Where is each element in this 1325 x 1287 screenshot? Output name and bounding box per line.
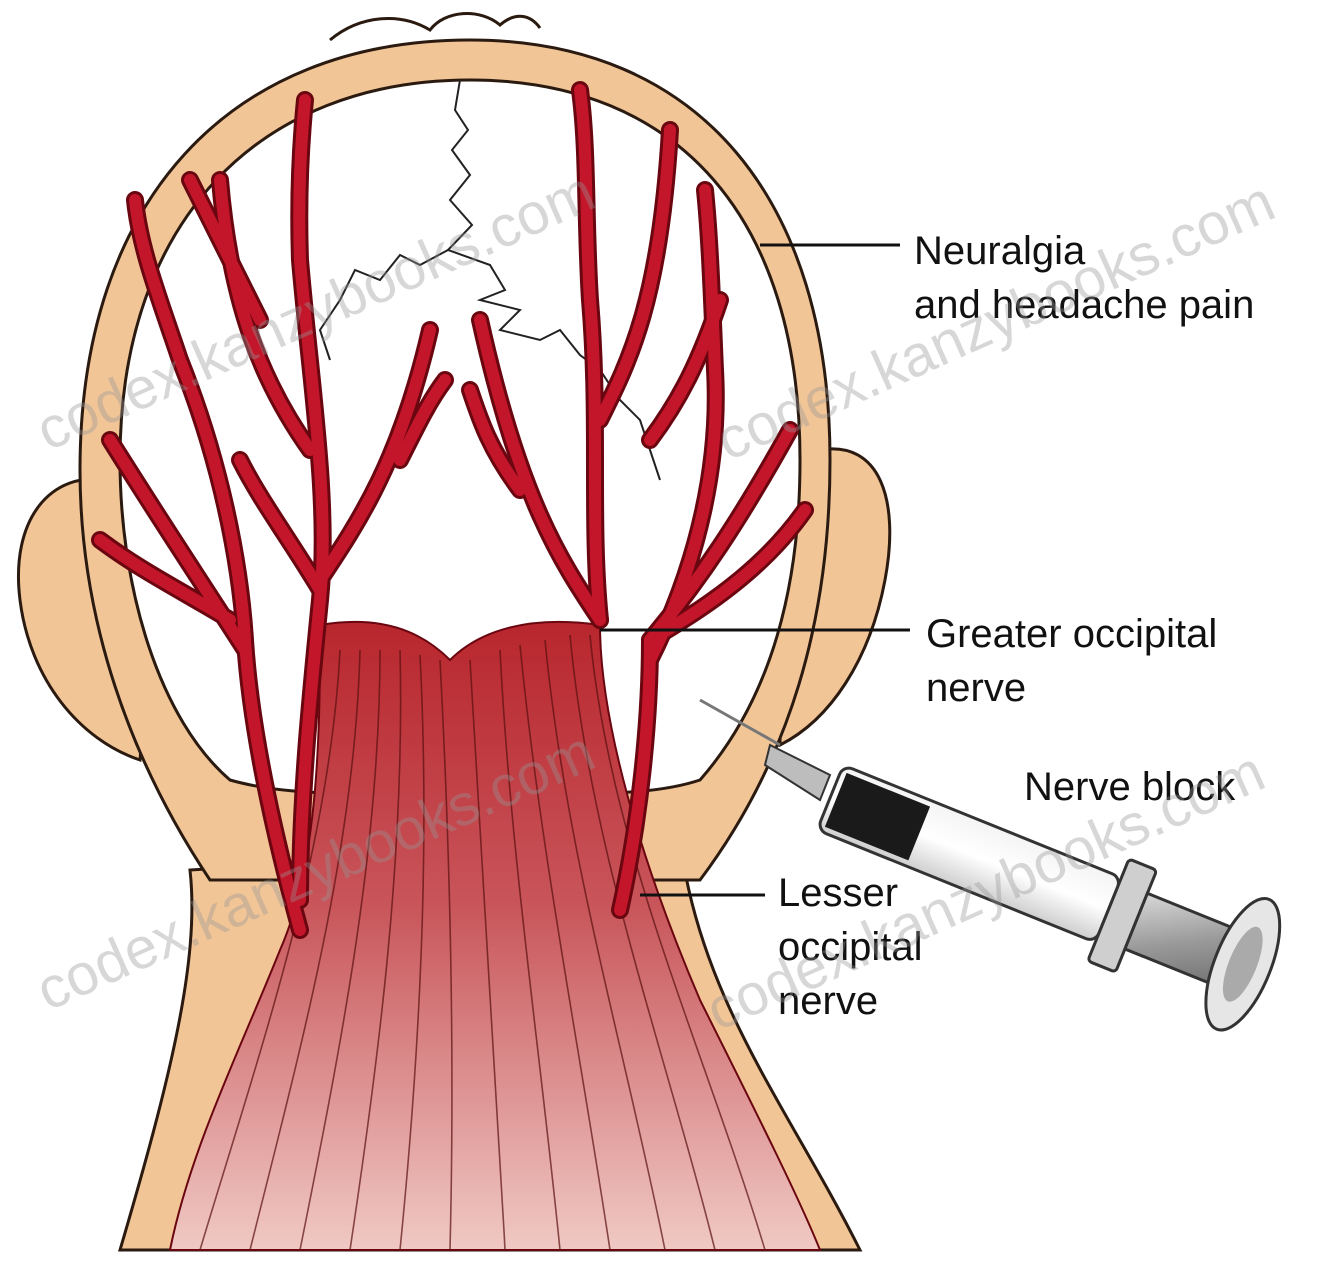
label-lesser-line2: occipital [778, 920, 923, 974]
label-neuralgia: Neuralgia and headache pain [914, 224, 1254, 332]
label-nerve-block-text: Nerve block [1024, 760, 1235, 814]
label-lesser-line3: nerve [778, 974, 923, 1028]
label-greater-occipital-nerve: Greater occipital nerve [926, 607, 1217, 715]
label-greater-line2: nerve [926, 661, 1217, 715]
label-neuralgia-line1: Neuralgia [914, 224, 1254, 278]
hair-tuft [330, 14, 540, 40]
label-lesser-occipital-nerve: Lesser occipital nerve [778, 866, 923, 1028]
label-lesser-line1: Lesser [778, 866, 923, 920]
label-neuralgia-line2: and headache pain [914, 278, 1254, 332]
label-nerve-block: Nerve block [1024, 760, 1235, 814]
label-greater-line1: Greater occipital [926, 607, 1217, 661]
